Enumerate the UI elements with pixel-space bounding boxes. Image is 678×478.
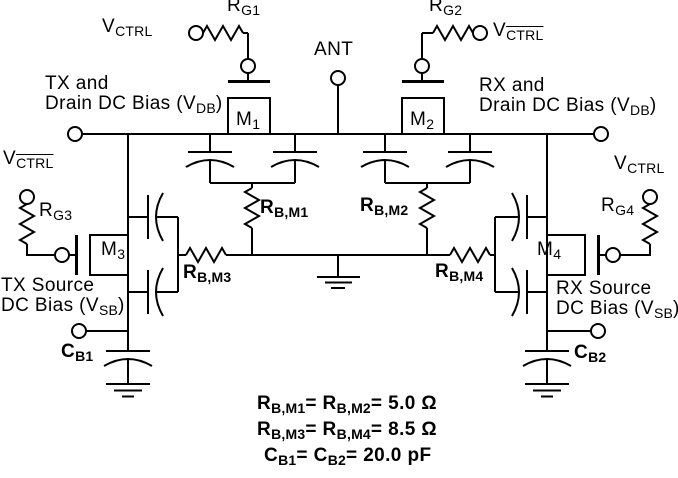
- rg3-label: RG3: [39, 200, 73, 223]
- ant-port-terminal: [330, 70, 346, 86]
- tx-drain-bias-label: TX and Drain DC Bias (VDB): [45, 73, 223, 116]
- m3-body-cap-bottom: [128, 267, 178, 317]
- m2-gate-terminal: [414, 58, 430, 74]
- m4-body-cap-bottom: [495, 267, 547, 317]
- cb2-label: CB2: [574, 342, 607, 365]
- ground-symbol-right: [525, 383, 569, 398]
- capacitor-cb1: [103, 350, 153, 384]
- equation-cb1-cb2: CB1= CB2= 20.0 pF: [264, 445, 432, 468]
- m4-gate-terminal: [605, 247, 621, 263]
- tx-drain-bias-line1: TX and: [45, 73, 109, 94]
- tx-source-bias-line1: TX Source: [1, 275, 95, 296]
- ground-right-lines: [525, 383, 569, 398]
- vctrl-mid-right-label: VCTRL: [614, 153, 665, 176]
- rg4-label: RG4: [601, 195, 635, 218]
- m4-channel-box: [546, 234, 586, 276]
- rb-m2-label: RB,M2: [360, 195, 409, 218]
- rb-m4-zigzag: [449, 245, 495, 265]
- rx-port-terminal: [593, 126, 609, 142]
- rx-source-bias-line2: DC Bias (VSB): [556, 298, 678, 321]
- rx-drain-bias-line1: RX and: [479, 75, 545, 96]
- resistor-rg4: [620, 203, 660, 256]
- vctrl-top-right-label: VCTRL: [493, 20, 544, 43]
- vsb-left-terminal: [71, 323, 87, 339]
- rg4-zigzag: [620, 203, 660, 256]
- cb2-plates: [522, 350, 572, 384]
- m2-channel-box: [401, 97, 445, 135]
- resistor-rb-m2: [417, 183, 437, 255]
- resistor-rg1: [202, 23, 249, 59]
- equation-rb-m1-m2: RB,M1= RB,M2= 5.0 Ω: [257, 393, 438, 416]
- rb-m3-zigzag: [178, 245, 227, 265]
- m2-body-cap-right: [445, 134, 495, 183]
- capacitor-cb2: [522, 350, 572, 384]
- rb-m1-zigzag: [242, 183, 262, 255]
- rg3-top-terminal: [19, 189, 35, 205]
- transistor-m1: [185, 33, 320, 184]
- tx-source-bias-label: TX Source DC Bias (VSB): [1, 275, 125, 318]
- ground-center-lines: [317, 255, 360, 289]
- resistor-rg2: [422, 23, 474, 43]
- resistor-rb-m3: [178, 245, 227, 265]
- rb-m1-label: RB,M1: [260, 197, 309, 220]
- cb1-label: CB1: [61, 341, 94, 364]
- vctrl-mid-left-label: VCTRL: [3, 148, 54, 171]
- resistor-rb-m4: [449, 245, 495, 265]
- rx-drain-bias-label: RX and Drain DC Bias (VDB): [479, 75, 657, 118]
- equation-rb-m3-m4: RB,M3= RB,M4= 8.5 Ω: [257, 419, 438, 442]
- m3-body-cap-top: [128, 192, 178, 242]
- vctrl-top-left-label: VCTRL: [102, 16, 153, 39]
- rb-m3-label: RB,M3: [183, 262, 232, 285]
- tx-source-bias-line2: DC Bias (VSB): [1, 295, 125, 318]
- tx-drain-bias-line2: Drain DC Bias (VDB): [45, 93, 223, 116]
- resistor-rb-m1: [242, 183, 262, 255]
- rb-m2-zigzag: [417, 183, 437, 255]
- m3-label: M3: [101, 239, 126, 262]
- cb1-plates: [103, 350, 153, 384]
- m3-channel-box: [89, 234, 129, 276]
- m2-body-cap-left: [360, 134, 410, 183]
- rg3-zigzag: [17, 203, 55, 256]
- rb-m4-label: RB,M4: [435, 261, 484, 284]
- m1-body-cap-left: [185, 134, 235, 183]
- tx-port-terminal: [67, 126, 83, 142]
- ground-symbol-left: [106, 383, 150, 398]
- rx-source-bias-line1: RX Source: [556, 278, 652, 299]
- m1-channel-box: [227, 97, 271, 135]
- m3-gate-terminal: [54, 247, 70, 263]
- resistor-rg3: [17, 203, 55, 256]
- rg4-top-terminal: [642, 189, 658, 205]
- rg2-label: RG2: [429, 0, 463, 18]
- rg2-zigzag: [422, 23, 474, 43]
- vctrl-top-left-terminal: [188, 25, 204, 41]
- vsb-right-terminal: [590, 323, 606, 339]
- m1-gate-terminal: [240, 58, 256, 74]
- m4-body-cap-top: [495, 192, 547, 242]
- m1-body-cap-right: [270, 134, 320, 183]
- m2-label: M2: [410, 109, 435, 132]
- vctrl-top-right-terminal: [472, 25, 488, 41]
- m4-label: M4: [537, 239, 562, 262]
- rx-source-bias-label: RX Source DC Bias (VSB): [556, 278, 678, 321]
- rg1-label: RG1: [227, 0, 261, 18]
- transistor-m2: [360, 33, 495, 184]
- ground-left-lines: [106, 383, 150, 398]
- m1-label: M1: [236, 109, 261, 132]
- ground-symbol-center: [317, 255, 360, 289]
- rg1-zigzag: [202, 23, 249, 59]
- rx-drain-bias-line2: Drain DC Bias (VDB): [479, 95, 657, 118]
- ant-label: ANT: [314, 39, 354, 60]
- terminals: [19, 25, 658, 339]
